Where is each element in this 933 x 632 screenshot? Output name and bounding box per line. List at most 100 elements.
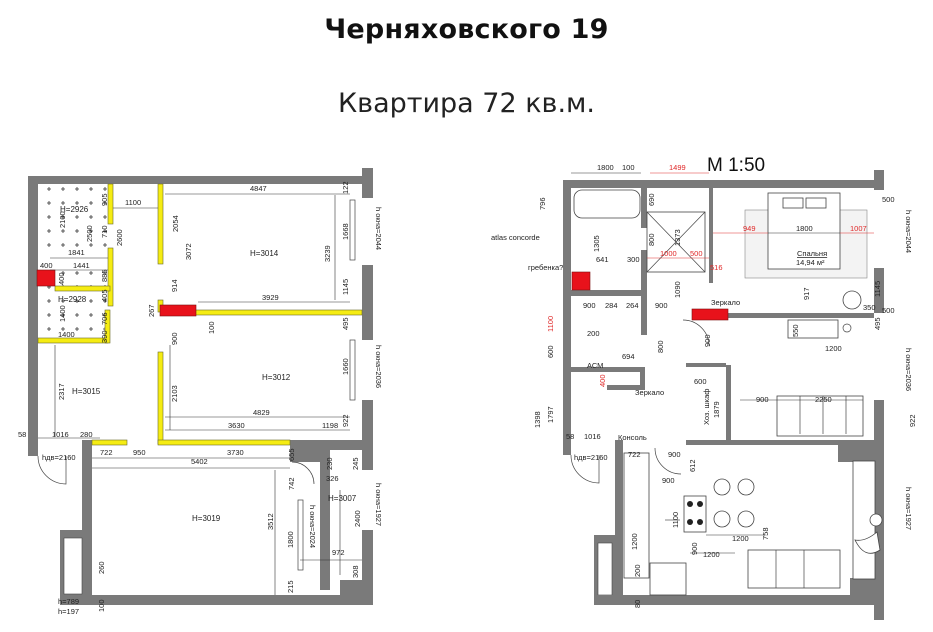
dimension-label: 900 bbox=[703, 334, 712, 347]
dimension-label: 655 bbox=[287, 448, 296, 461]
dimension-label: 200 bbox=[587, 329, 600, 338]
dimension-label: 390 bbox=[100, 330, 109, 343]
dimension-label: 2317 bbox=[57, 383, 66, 400]
dimension-label: 3072 bbox=[184, 243, 193, 260]
dimension-label: 722 bbox=[628, 450, 641, 459]
tile-label: atlas concorde bbox=[491, 233, 540, 242]
dimension-label: 122 bbox=[341, 181, 350, 194]
wall-right-4 bbox=[362, 530, 373, 605]
dimension-label: 1305 bbox=[592, 235, 601, 252]
dimension-label: 800 bbox=[656, 340, 665, 353]
dimension-label: 500 bbox=[882, 195, 895, 204]
dimension-label: 1000 bbox=[660, 249, 677, 258]
dimension-label: 1200 bbox=[703, 550, 720, 559]
dimension-label: 1800 bbox=[796, 224, 813, 233]
dimension-label: 949 bbox=[743, 224, 756, 233]
dimension-label: 1660 bbox=[341, 358, 350, 375]
dimension-label: 284 bbox=[605, 301, 618, 310]
window-height-kitchen-right: h окна=1927 bbox=[904, 487, 913, 530]
door-height: hдв=2160 bbox=[42, 453, 76, 462]
dimension-label: 3239 bbox=[323, 245, 332, 262]
dimension-label: 1800 bbox=[597, 163, 614, 172]
dimension-label: 800 bbox=[647, 233, 656, 246]
dimension-label: 612 bbox=[688, 459, 697, 472]
closet-label: Хоз. шкаф bbox=[702, 389, 711, 425]
height-wc: H=2928 bbox=[58, 295, 87, 304]
wall-top bbox=[28, 176, 373, 184]
dimension-label: 1100 bbox=[671, 512, 680, 528]
dimension-label: 200 bbox=[633, 564, 642, 577]
dimension-label: 1200 bbox=[732, 534, 749, 543]
dimension-label: 1200 bbox=[825, 344, 842, 353]
height-bath: H=2926 bbox=[60, 205, 89, 214]
manifold-label: гребенка? bbox=[528, 263, 563, 272]
dimension-label: 400 bbox=[40, 261, 53, 270]
socket-height-1: h=789 bbox=[58, 597, 79, 606]
dimension-label: 500 bbox=[882, 306, 895, 315]
loggia-wall-top bbox=[290, 440, 320, 462]
dimension-label: 1145 bbox=[341, 279, 350, 295]
dimension-label: 405 bbox=[100, 289, 109, 302]
dimension-label: 326 bbox=[326, 474, 339, 483]
dimension-label: 1007 bbox=[850, 224, 867, 233]
window-height-inner: h окна=2024 bbox=[308, 505, 317, 548]
dimension-label: 1400 bbox=[58, 330, 75, 339]
door-height-right: hдв=2160 bbox=[574, 453, 608, 462]
wall-left-upper bbox=[28, 176, 38, 456]
dimension-label: 1100 bbox=[125, 198, 141, 207]
dimension-label: 1800 bbox=[286, 531, 295, 548]
dimension-label: 260 bbox=[97, 561, 106, 574]
height-living: H=3012 bbox=[262, 373, 291, 382]
dimension-label: 950 bbox=[133, 448, 146, 457]
dimension-label: 900 bbox=[756, 395, 769, 404]
dimension-label: 3730 bbox=[227, 448, 244, 457]
page-subtitle: Квартира 72 кв.м. bbox=[337, 88, 595, 119]
wall-right-1 bbox=[362, 168, 373, 198]
dimension-label: 710 bbox=[100, 225, 109, 238]
demolish-block-1 bbox=[36, 269, 56, 287]
dimension-label: 1200 bbox=[630, 533, 639, 550]
dimension-label: 1016 bbox=[584, 432, 601, 441]
dimension-label: 885 bbox=[100, 269, 109, 282]
height-hall: H=3015 bbox=[72, 387, 101, 396]
dimension-label: 1400 bbox=[58, 305, 67, 322]
bathroom-tile bbox=[38, 184, 108, 252]
dimension-label: 100 bbox=[622, 163, 635, 172]
dimension-label: 1879 bbox=[712, 401, 721, 418]
mirror-label-2: Зеркало bbox=[635, 388, 664, 397]
dimension-label: 58 bbox=[566, 432, 574, 441]
dimension-label: 1841 bbox=[68, 248, 85, 257]
dimension-label: 2250 bbox=[815, 395, 832, 404]
dimension-label: 280 bbox=[80, 430, 93, 439]
dimension-label: 264 bbox=[626, 301, 639, 310]
dimension-label: 350 bbox=[863, 303, 876, 312]
dimension-label: 4829 bbox=[253, 408, 270, 417]
dimension-label: 914 bbox=[170, 279, 179, 292]
dimension-label: 722 bbox=[100, 448, 113, 457]
dimension-label: 1668 bbox=[341, 223, 350, 240]
window-height-bedroom-right: h окна=2044 bbox=[904, 210, 913, 253]
dimension-label: 600 bbox=[546, 345, 555, 358]
dimension-label: 4847 bbox=[250, 184, 267, 193]
dimension-label: 1100 bbox=[546, 316, 555, 332]
dimension-label: 3929 bbox=[262, 293, 279, 302]
dimension-label: 516 bbox=[710, 263, 723, 272]
dimension-label: 245 bbox=[351, 457, 360, 470]
bedroom-area: 14,94 м² bbox=[796, 258, 825, 267]
dimension-label: 1090 bbox=[673, 281, 682, 298]
dimension-label: 230 bbox=[325, 457, 334, 470]
dimension-label: 905 bbox=[100, 193, 109, 206]
dimension-label: 900 bbox=[655, 301, 668, 310]
window-height-living-right: h окна=2036 bbox=[904, 348, 913, 391]
dimension-label: 2100 bbox=[58, 211, 67, 228]
dimension-label: 5402 bbox=[191, 457, 208, 466]
page-title: Черняховского 19 bbox=[324, 14, 609, 45]
window-height-kitchen: h окна=1927 bbox=[374, 483, 383, 526]
dimension-label: 1499 bbox=[669, 163, 686, 172]
dimension-label: 3630 bbox=[228, 421, 245, 430]
dimension-label: 758 bbox=[761, 527, 770, 540]
dimension-label: 2400 bbox=[353, 510, 362, 527]
dimension-label: 922 bbox=[908, 414, 917, 427]
dimension-label: 972 bbox=[332, 548, 345, 557]
